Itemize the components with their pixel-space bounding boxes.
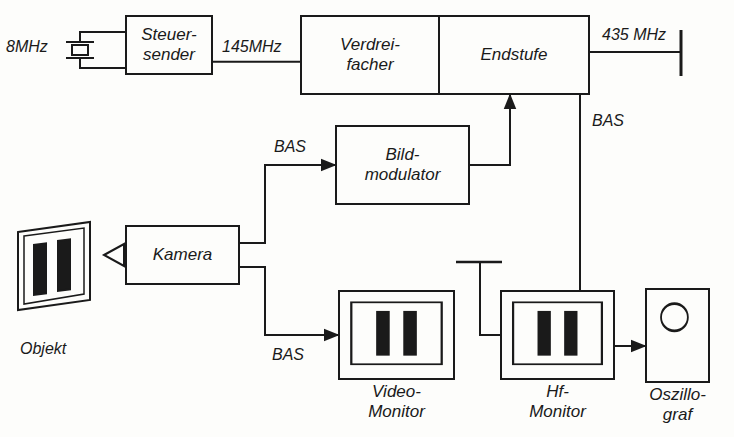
device-box: Hf- Monitor	[500, 290, 615, 380]
edge-label: BAS	[270, 346, 306, 364]
receive-antenna	[456, 262, 502, 335]
scope-screen	[647, 290, 708, 381]
process-box: Steuer- sender	[125, 15, 213, 75]
crystal-symbol	[66, 32, 125, 68]
edge-label: BAS	[272, 138, 308, 156]
edge-label: BAS	[590, 112, 626, 130]
box-label: Steuer- sender	[141, 25, 196, 64]
signal-line	[213, 61, 300, 63]
box-label: Video- Monitor	[368, 382, 425, 421]
monitor-screen	[340, 292, 453, 378]
device-box: Oszillo- graf	[645, 288, 710, 383]
process-box: Verdrei- facher	[300, 15, 440, 95]
box-label: Hf- Monitor	[529, 382, 586, 421]
signal-line	[470, 95, 510, 165]
signal-label: 435 MHz	[600, 26, 668, 44]
box-label: Verdrei- facher	[340, 35, 400, 74]
box-label: Oszillo- graf	[649, 385, 706, 424]
signal-line	[240, 165, 335, 243]
box-label: Kamera	[153, 245, 213, 265]
signal-label: Objekt	[18, 340, 68, 358]
device-box: Video- Monitor	[338, 290, 455, 380]
monitor-screen	[502, 292, 613, 378]
lens-symbol	[104, 244, 124, 266]
process-box: Endstufe	[438, 15, 590, 95]
signal-label: 8MHz	[4, 38, 50, 56]
edge-label: 145MHz	[220, 38, 284, 56]
signal-line	[240, 267, 338, 335]
process-box: Kamera	[125, 225, 240, 285]
box-label: Bild- modulator	[365, 145, 441, 184]
box-label: Endstufe	[480, 45, 547, 65]
process-box: Bild- modulator	[335, 125, 470, 205]
object-picture	[18, 222, 90, 310]
